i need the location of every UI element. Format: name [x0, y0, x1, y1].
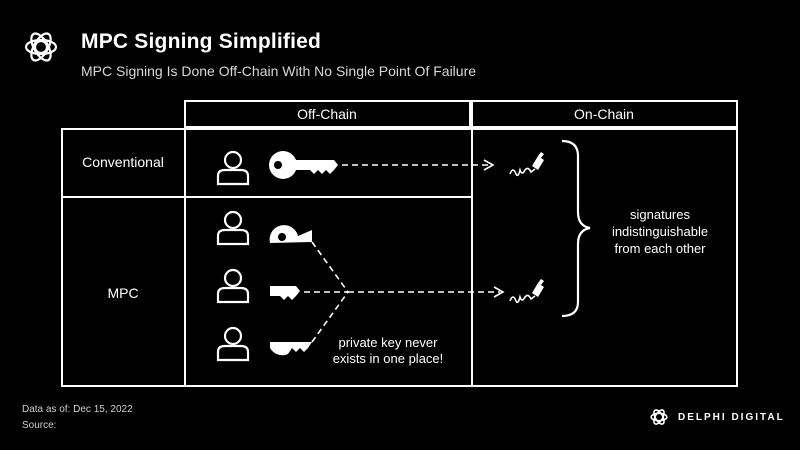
note-line-1: private key never: [339, 335, 439, 350]
header-offchain-box: [184, 100, 471, 128]
table-frame: [61, 128, 738, 387]
page-subtitle: MPC Signing Is Done Off-Chain With No Si…: [81, 63, 477, 79]
note-line-2: exists in one place!: [333, 351, 444, 366]
col-header-onchain: On-Chain: [574, 106, 634, 122]
row-label-conventional: Conventional: [82, 154, 164, 170]
data-source: Source:: [22, 420, 57, 431]
key-fragment-icon: [270, 342, 312, 356]
brace-label-line-1: signatures: [630, 207, 690, 222]
person-icon: [216, 150, 250, 186]
key-icon: [269, 151, 338, 179]
delphi-logo-icon: [24, 32, 58, 62]
col-header-offchain: Off-Chain: [297, 106, 357, 122]
curly-brace: [561, 139, 591, 318]
signature-icon: [509, 278, 545, 304]
person-icon: [216, 268, 250, 304]
brand-name: DELPHI DIGITAL: [678, 411, 785, 423]
person-icon: [216, 326, 250, 362]
signature-icon: [509, 151, 545, 177]
person-icon: [216, 210, 250, 246]
brace-label-line-2: indistinguishable: [612, 224, 708, 239]
key-fragment-icon: [269, 225, 312, 243]
row-label-mpc: MPC: [107, 285, 138, 301]
brand: DELPHI DIGITAL: [648, 406, 785, 428]
data-date: Data as of: Dec 15, 2022: [22, 404, 133, 415]
page-title: MPC Signing Simplified: [81, 30, 322, 53]
key-fragment-icon: [270, 286, 300, 300]
brace-label-line-3: from each other: [614, 241, 706, 256]
delphi-brand-icon: [650, 409, 668, 425]
